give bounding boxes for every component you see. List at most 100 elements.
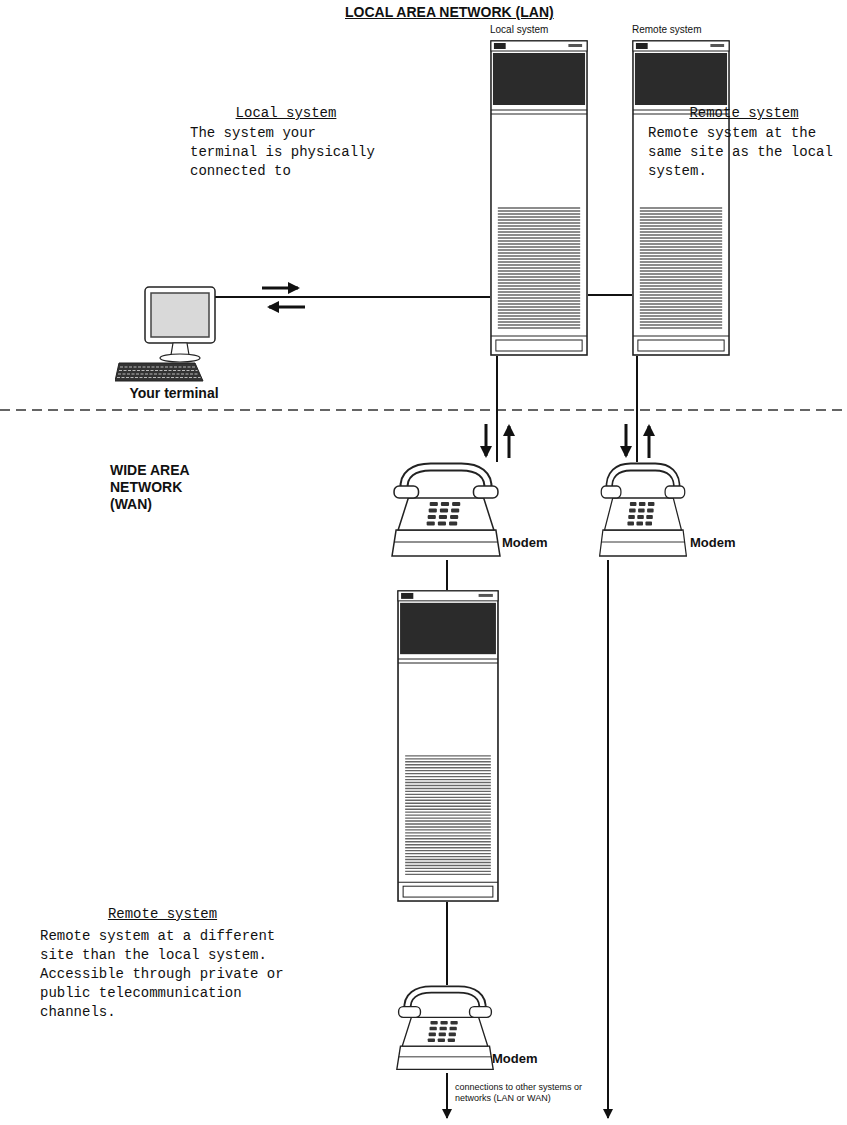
cabinet-drawing-part	[640, 246, 722, 247]
modem-drawing-part	[397, 1046, 493, 1069]
cabinet-drawing-part	[405, 767, 491, 768]
cabinet-drawing-part	[640, 267, 722, 268]
cabinet-drawing-part	[498, 222, 580, 223]
cabinet-drawing-part	[640, 327, 722, 328]
cabinet-drawing-part	[640, 261, 722, 262]
modem-drawing-part	[428, 1038, 435, 1042]
cabinet-drawing-part	[640, 264, 722, 265]
cabinet-drawing-part	[405, 758, 491, 759]
network-link	[446, 560, 448, 590]
terminal-drawing-part	[119, 370, 198, 371]
cabinet-drawing-part	[405, 785, 491, 786]
modem-drawing-part	[441, 502, 449, 506]
cabinet-drawing-part	[498, 312, 580, 313]
cabinet-drawing-part	[498, 270, 580, 271]
flow-arrow	[262, 287, 298, 290]
modem-drawing-part	[627, 522, 634, 526]
cabinet-drawing-part	[498, 309, 580, 310]
cabinet-drawing-part	[405, 829, 491, 830]
modem-drawing	[395, 985, 495, 1073]
cabinet-drawing-part	[405, 814, 491, 815]
cabinet-drawing-part	[640, 210, 722, 211]
cabinet-drawing-part	[405, 865, 491, 866]
cabinet-drawing-part	[491, 336, 587, 337]
cabinet-drawing-part	[491, 41, 587, 355]
cabinet-drawing-part	[400, 603, 496, 654]
cabinet-drawing-part	[638, 340, 724, 351]
cabinet-drawing-part	[498, 327, 580, 328]
cabinet-drawing-part	[405, 835, 491, 836]
network-link	[636, 356, 638, 462]
modem-drawing-part	[429, 1033, 436, 1037]
flow-arrow	[269, 306, 305, 309]
cabinet-drawing-part	[633, 336, 729, 337]
cabinet-drawing-part	[640, 303, 722, 304]
cabinet-drawing-part	[405, 779, 491, 780]
modem-drawing-part	[430, 1027, 437, 1031]
description-text: The system your terminal is physically c…	[190, 124, 382, 181]
flow-arrow	[625, 424, 628, 456]
cabinet-drawing-part	[405, 841, 491, 842]
description-heading: Remote system	[648, 104, 840, 123]
cabinet-drawing-part	[640, 276, 722, 277]
cabinet-drawing-part	[498, 234, 580, 235]
cabinet-drawing-part	[640, 291, 722, 292]
description-heading: Remote system	[40, 905, 285, 924]
cabinet-drawing-part	[640, 318, 722, 319]
cabinet-drawing-part	[640, 258, 722, 259]
modem-drawing-part	[449, 1033, 456, 1037]
cabinet-drawing-part	[498, 228, 580, 229]
cabinet-drawing-part	[494, 43, 506, 49]
cabinet-drawing-part	[640, 228, 722, 229]
cabinet-drawing-part	[405, 844, 491, 845]
cabinet-drawing-part	[405, 853, 491, 854]
cabinet-drawing-part	[498, 264, 580, 265]
cabinet-drawing-part	[498, 282, 580, 283]
cabinet-drawing-part	[498, 213, 580, 214]
system-label: Remote system	[632, 24, 730, 36]
modem-drawing-part	[646, 515, 653, 519]
modem-drawing-part	[438, 1038, 445, 1042]
cabinet-drawing-part	[498, 285, 580, 286]
cabinet-drawing-part	[640, 225, 722, 226]
cabinet-drawing-part	[640, 240, 722, 241]
terminal-drawing	[115, 285, 233, 385]
cabinet-drawing-part	[640, 216, 722, 217]
cabinet-drawing-part	[498, 321, 580, 322]
terminal-drawing-part	[145, 287, 215, 343]
cabinet-drawing-part	[498, 249, 580, 250]
modem-drawing-part	[665, 486, 685, 498]
cabinet-drawing-part	[498, 246, 580, 247]
cabinet-drawing-part	[405, 764, 491, 765]
note-text: connections to other systems or networks…	[455, 1082, 590, 1104]
cabinet-drawing-part	[498, 243, 580, 244]
cabinet-drawing-part	[405, 776, 491, 777]
cabinet-drawing-part	[498, 237, 580, 238]
cabinet-drawing-part	[640, 237, 722, 238]
cabinet-drawing-part	[640, 255, 722, 256]
cabinet-drawing-part	[498, 231, 580, 232]
modem-drawing-part	[448, 1038, 455, 1042]
cabinet-drawing-part	[493, 53, 585, 105]
cabinet-drawing-part	[640, 207, 722, 208]
cabinet-drawing-part	[640, 222, 722, 223]
cabinet-drawing-part	[640, 312, 722, 313]
cabinet-drawing	[632, 40, 730, 356]
cabinet-drawing-part	[479, 594, 493, 597]
terminal: Your terminal	[115, 285, 233, 402]
modem-drawing-part	[601, 542, 684, 543]
outgoing-line	[607, 560, 609, 1118]
cabinet-drawing-part	[640, 282, 722, 283]
modem-drawing-part	[605, 498, 682, 530]
cabinet-drawing-part	[491, 114, 587, 115]
cabinet-drawing-part	[640, 321, 722, 322]
terminal-drawing-part	[160, 354, 200, 362]
terminal-drawing-part	[120, 367, 196, 368]
cabinet-drawing-part	[640, 273, 722, 274]
cabinet-drawing-part	[405, 811, 491, 812]
modem-drawing-part	[398, 498, 494, 530]
cabinet-drawing	[397, 590, 499, 902]
terminal-drawing-part	[215, 296, 233, 298]
cabinet-drawing-part	[498, 324, 580, 325]
network-label: WIDE AREA NETWORK (WAN)	[110, 462, 210, 513]
